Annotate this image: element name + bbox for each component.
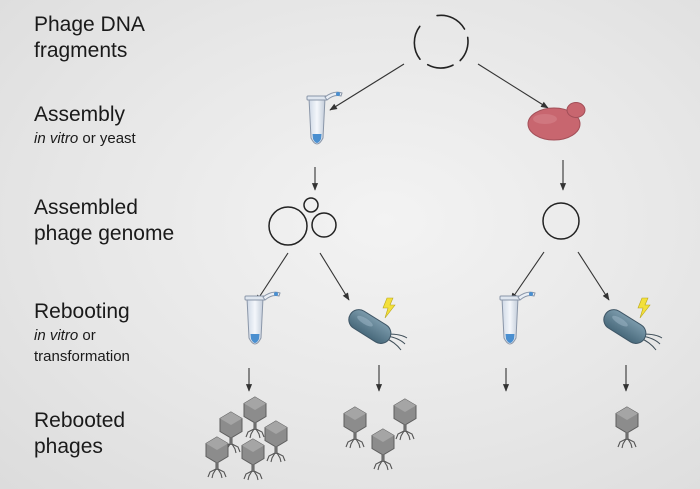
phage-cluster-middle [343, 398, 417, 471]
arrow-genome-to-tube-left [255, 252, 289, 303]
label-assembly-title: Assembly [34, 103, 126, 126]
label-assembly: Assembly in vitro or yeast [34, 102, 136, 149]
circular-genome-icon-right [542, 202, 580, 240]
tube-icon-rebooting-left [244, 291, 281, 345]
phage-cluster-left [205, 396, 288, 481]
label-assembled-line2: phage genome [34, 222, 175, 246]
label-assembly-sub-italic: in vitro [34, 130, 79, 148]
phage-icon [205, 436, 229, 479]
label-rebooted-phages: Rebooted phages [34, 408, 125, 461]
phage-icon [371, 428, 395, 471]
label-rebooting-sub-line2: transformation [34, 348, 130, 365]
yeast-cell-icon [527, 102, 586, 141]
label-fragments-line1: Phage DNA [34, 13, 145, 36]
phage-single-right [615, 406, 639, 449]
dna-fragments-circle-icon [413, 14, 469, 69]
label-assembled-phage-genome: Assembled phage genome [34, 195, 174, 248]
bacterium-icon-left [344, 297, 408, 351]
label-assembly-sub: in vitro or yeast [34, 130, 136, 149]
label-rebooting-sub-rest: or [78, 327, 96, 345]
label-rebooting-sub: in vitro or [34, 327, 130, 346]
label-rebooting-title: Rebooting [34, 300, 130, 323]
arrow-genome-to-bacterium-right [577, 251, 610, 301]
label-rebooted-line1: Rebooted [34, 409, 126, 432]
circular-genome-icon-left [268, 197, 337, 246]
arrow-genome-to-bacterium-left [319, 252, 350, 301]
phage-icon [393, 398, 417, 441]
label-phage-dna-fragments: Phage DNA fragments [34, 12, 145, 65]
tube-icon-rebooting-right [499, 291, 536, 345]
phage-icon [615, 406, 639, 449]
phage-icon [343, 406, 367, 449]
label-assembled-line1: Assembled [34, 196, 138, 219]
label-assembly-sub-rest: or yeast [78, 130, 136, 148]
label-fragments-line2: fragments [34, 39, 128, 63]
phage-icon [241, 438, 265, 481]
arrow-fragments-to-tube [329, 63, 405, 111]
bacterium-icon-right [599, 297, 663, 351]
arrow-genome-to-tube-right [510, 251, 545, 301]
tube-icon-assembly [306, 91, 343, 145]
label-rebooting: Rebooting in vitro or transformation [34, 299, 130, 367]
label-rebooting-sub-italic: in vitro [34, 327, 79, 345]
phage-icon [264, 420, 288, 463]
label-rebooted-line2: phages [34, 435, 103, 459]
phage-icon [243, 396, 267, 439]
arrow-fragments-to-yeast [477, 63, 549, 109]
